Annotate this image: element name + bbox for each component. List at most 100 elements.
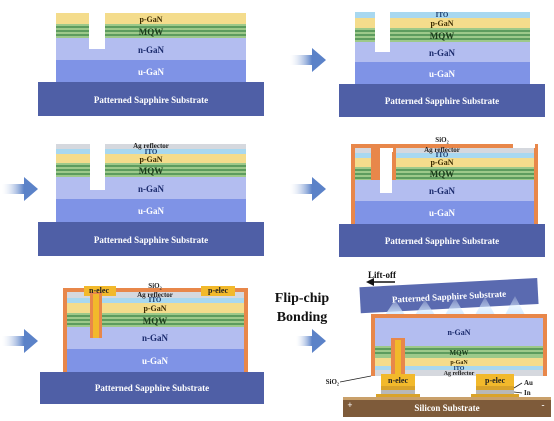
positive-terminal: + <box>347 400 352 410</box>
ito-layer <box>396 153 534 158</box>
mqw-label: MQW <box>449 349 468 357</box>
p-gan-layer <box>355 158 371 167</box>
n-electrode <box>84 286 116 338</box>
flip-chip-label: Flip-chip <box>275 291 330 306</box>
mqw-label: MQW <box>143 316 168 326</box>
ag-reflector-label: Ag reflector <box>424 146 460 154</box>
p-gan-label: p-GaN <box>430 19 453 28</box>
trench-opening <box>380 152 392 193</box>
silicon-substrate-label: Silicon Substrate <box>414 403 479 413</box>
n-gan-label: n-GaN <box>447 328 470 337</box>
laser-lift-off-glow <box>385 296 525 315</box>
negative-terminal: - <box>542 400 545 410</box>
process-arrow-5 <box>296 329 326 353</box>
au-label: Au <box>524 379 533 387</box>
mqw-layer <box>355 28 530 42</box>
process-arrow-1 <box>290 48 326 72</box>
in-leader-line <box>513 391 523 394</box>
p-gan-layer <box>56 13 246 24</box>
ito-layer <box>56 149 246 154</box>
sapphire-substrate-layer <box>339 84 545 117</box>
substrate-label: Patterned Sapphire Substrate <box>94 95 208 105</box>
u-gan-label: u-GaN <box>429 208 456 218</box>
n-gan-label: n-GaN <box>429 186 456 196</box>
u-gan-label: u-GaN <box>138 67 165 77</box>
p-gan-label: p-GaN <box>139 155 162 164</box>
u-gan-label: u-GaN <box>142 356 169 366</box>
ito-layer <box>355 153 371 158</box>
substrate-label: Patterned Sapphire Substrate <box>385 96 499 106</box>
sapphire-substrate-layer <box>339 224 545 257</box>
mqw-label: MQW <box>430 31 455 41</box>
p-gan-label: p-GaN <box>143 304 166 313</box>
silicon-surface <box>343 397 551 400</box>
p-gan-layer <box>67 303 244 313</box>
step-3-ag-reflector: Patterned Sapphire Substrate u-GaN n-GaN… <box>38 142 264 256</box>
mesa-trench <box>89 13 105 49</box>
ag-reflector-layer <box>355 148 371 153</box>
step-5-electrodes: n-elec p-elec Patterned Sapphire Substra… <box>40 282 264 404</box>
au-bump <box>381 386 415 390</box>
ag-reflector-label: Ag reflector <box>137 291 173 299</box>
p-gan-label: p-GaN <box>139 15 162 24</box>
substrate-label: Patterned Sapphire Substrate <box>94 235 208 245</box>
ito-layer <box>355 12 530 18</box>
ag-reflector-layer <box>56 144 246 149</box>
n-gan-label: n-GaN <box>142 333 169 343</box>
n-gan-label: n-GaN <box>138 184 165 194</box>
p-gan-label: p-GaN <box>450 360 468 366</box>
mesa-trench <box>375 12 390 52</box>
p-gan-layer <box>396 158 534 167</box>
ag-reflector-layer <box>67 292 244 298</box>
ito-layer <box>67 298 244 303</box>
substrate-label: Patterned Sapphire Substrate <box>95 383 209 393</box>
u-gan-layer <box>355 201 534 224</box>
u-gan-label: u-GaN <box>138 206 165 216</box>
p-gan-layer <box>375 358 543 366</box>
mesa-trench <box>90 144 105 190</box>
in-bump <box>476 390 514 394</box>
ito-label: ITO <box>145 148 158 156</box>
u-gan-layer <box>56 60 246 82</box>
au-pad <box>376 394 420 397</box>
mqw-layer <box>355 167 534 180</box>
n-elec-label: n-elec <box>89 286 109 295</box>
n-electrode <box>381 374 415 386</box>
in-label: In <box>524 389 531 397</box>
n-gan-layer <box>355 180 534 201</box>
ag-reflector-layer <box>396 148 534 153</box>
ag-reflector-label: Ag reflector <box>133 142 169 150</box>
process-arrow-3 <box>290 177 326 201</box>
process-arrow-2 <box>2 177 38 201</box>
process-arrow-4 <box>2 329 38 353</box>
step-2-ito-deposition: Patterned Sapphire Substrate u-GaN n-GaN… <box>339 11 545 117</box>
au-pad <box>471 394 519 397</box>
step-6-flip-chip-lift-off: Patterned Sapphire Substrate Lift-off <box>326 270 551 417</box>
mqw-label: MQW <box>139 166 164 176</box>
u-gan-layer <box>355 62 530 84</box>
mqw-layer <box>375 346 543 358</box>
ag-reflector-label: Ag reflector <box>444 371 475 377</box>
silicon-substrate <box>343 397 551 417</box>
p-electrode <box>201 286 235 296</box>
mqw-layer <box>67 313 244 327</box>
mqw-label: MQW <box>430 169 455 179</box>
u-gan-layer <box>67 349 244 372</box>
sio2-leader-line <box>339 375 372 383</box>
n-gan-label: n-GaN <box>429 48 456 58</box>
ito-label: ITO <box>436 151 449 159</box>
lift-off-label: Lift-off <box>368 270 397 280</box>
ito-label: ITO <box>454 366 465 372</box>
p-gan-label: p-GaN <box>430 158 453 167</box>
sapphire-substrate-layer <box>38 82 264 116</box>
lift-off-arrowhead <box>366 278 374 286</box>
contact-opening <box>513 144 535 148</box>
p-electrode <box>476 374 514 386</box>
sio2-label: SiO₂ <box>148 282 161 290</box>
sio2-label: SiO₂ <box>326 378 339 386</box>
step-1-mesa-etch: Patterned Sapphire Substrate u-GaN n-GaN… <box>38 13 264 116</box>
n-gan-layer <box>355 42 530 62</box>
n-gan-layer <box>67 327 244 349</box>
step-4-sio2-passivation: Patterned Sapphire Substrate u-GaN n-GaN… <box>339 136 545 257</box>
mqw-label: MQW <box>139 27 164 37</box>
